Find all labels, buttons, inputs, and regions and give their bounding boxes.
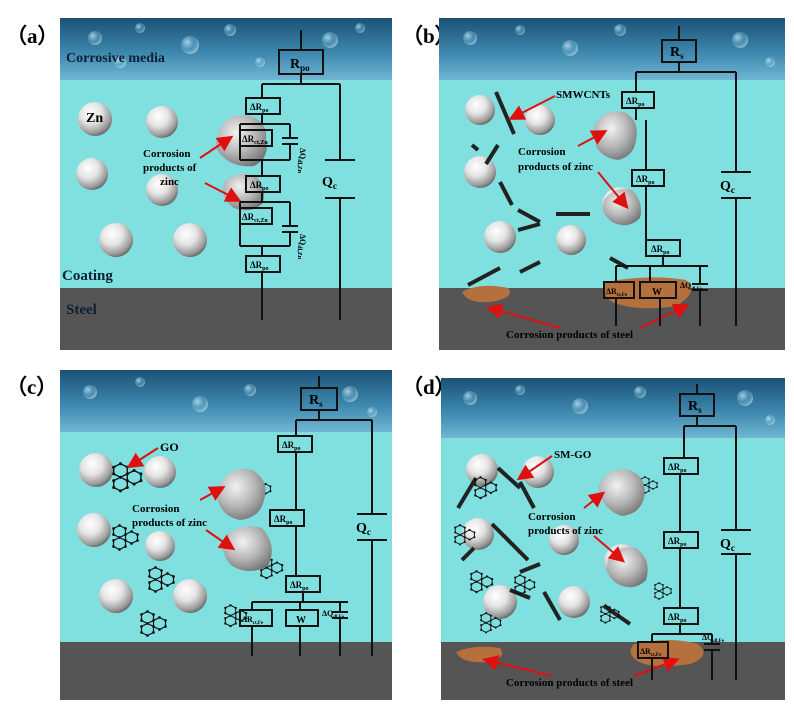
bubbles <box>88 23 365 68</box>
panel-a-label: （a） <box>6 24 59 48</box>
zinc-particles <box>77 453 207 613</box>
dq-dl-zn-2: ΔQdl,Zn <box>296 234 307 260</box>
corrosive-media-layer <box>439 18 785 80</box>
zinc-products-label: Corrosion products of zinc <box>143 148 199 188</box>
zinc-particles <box>76 102 207 257</box>
panel-d: SM-GO Corrosion products of zinc Corrosi… <box>441 378 785 700</box>
svg-text:ΔRpo: ΔRpo <box>274 514 293 526</box>
sm-go-label: SM-GO <box>554 449 592 461</box>
dq-dl-zn-1: ΔQdl,Zn <box>296 148 307 174</box>
zinc-products-label: Corrosion products of zinc <box>528 511 603 537</box>
svg-text:Qc: Qc <box>720 537 735 553</box>
svg-text:W: W <box>652 287 662 298</box>
zinc-products-label: Corrosion products of zinc <box>132 503 207 529</box>
svg-text:ΔRpo: ΔRpo <box>626 96 645 108</box>
svg-text:ΔQdl,Fe: ΔQdl,Fe <box>322 609 345 620</box>
svg-text:ΔRpo: ΔRpo <box>668 462 687 474</box>
svg-text:Rs: Rs <box>670 45 684 61</box>
svg-text:ΔRct,Fe: ΔRct,Fe <box>640 647 662 658</box>
svg-text:Qc: Qc <box>720 179 735 195</box>
svg-text:ΔRct,Fe: ΔRct,Fe <box>606 287 628 298</box>
coating-label: Coating <box>62 268 113 284</box>
steel-layer <box>60 288 392 350</box>
corrosive-media-label: Corrosive media <box>66 51 165 66</box>
svg-text:ΔRpo: ΔRpo <box>282 440 301 452</box>
svg-text:ΔQdl,Fe: ΔQdl,Fe <box>680 281 703 292</box>
circuit-c <box>239 376 387 656</box>
zinc-corrosion-product <box>215 115 267 167</box>
svg-text:ΔRpo: ΔRpo <box>290 580 309 592</box>
svg-text:Qc: Qc <box>356 521 371 537</box>
dr-ct-zn-2: ΔRct,Zn <box>242 212 268 224</box>
svg-text:ΔRct,Fe: ΔRct,Fe <box>242 615 264 626</box>
zn-label: Zn <box>86 111 103 126</box>
svg-text:ΔRpo: ΔRpo <box>668 612 687 624</box>
circuit-d <box>637 384 751 680</box>
dr-po-1: ΔRpo <box>250 102 269 114</box>
svg-text:ΔRpo: ΔRpo <box>636 174 655 186</box>
steel-label: Steel <box>66 302 97 318</box>
svg-text:Rs: Rs <box>688 399 702 415</box>
steel-products-label: Corrosion products of steel <box>506 677 633 689</box>
steel-products-label: Corrosion products of steel <box>506 329 633 341</box>
svg-text:W: W <box>296 615 306 626</box>
circuit-a <box>239 30 355 320</box>
smwcnt-tubes <box>467 91 629 287</box>
dr-ct-zn-1: ΔRct,Zn <box>242 134 268 146</box>
panel-c-label: （c） <box>6 375 58 399</box>
panel-b: SMWCNTs Corrosion products of zinc Corro… <box>439 18 785 350</box>
svg-text:ΔRpo: ΔRpo <box>668 536 687 548</box>
rpo-top-label: Rpo <box>290 57 310 73</box>
go-label: GO <box>160 440 179 454</box>
zinc-products-label: Corrosion products of zinc <box>518 146 593 173</box>
circuit-b <box>603 26 751 326</box>
panel-c: GO Corrosion products of zinc <box>60 370 392 700</box>
panel-a: Corrosive media Coating Steel Zn Corrosi… <box>60 18 392 350</box>
dr-po-3: ΔRpo <box>250 260 269 272</box>
dr-po-2: ΔRpo <box>250 180 269 192</box>
qc-label: Qc <box>322 175 337 191</box>
smwcnts-label: SMWCNTs <box>556 89 611 101</box>
svg-text:ΔRpo: ΔRpo <box>651 244 670 256</box>
svg-text:Rs: Rs <box>309 393 323 409</box>
svg-text:ΔQdl,Fe: ΔQdl,Fe <box>702 633 725 644</box>
